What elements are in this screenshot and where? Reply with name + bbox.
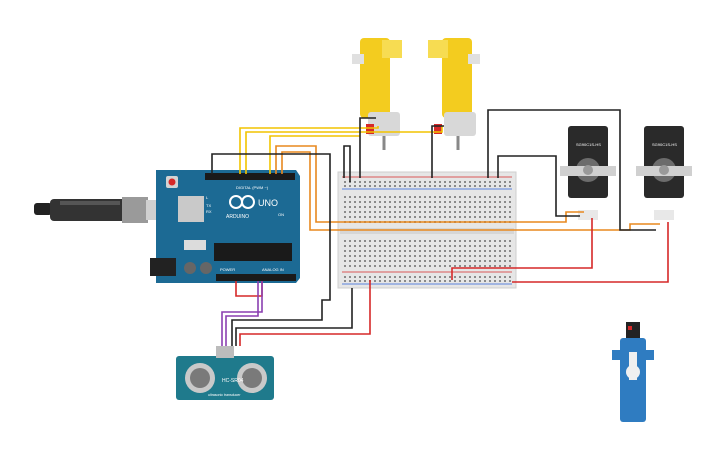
wire-yellow-1 <box>239 126 379 174</box>
servo-2[interactable]: SG90C1S-HS <box>636 126 692 220</box>
arduino-model-text: UNO <box>258 198 278 208</box>
wire-purple-1 <box>221 281 263 346</box>
wire-purple-2 <box>225 281 259 346</box>
wire-black-1 <box>211 153 331 346</box>
wire-black-3 <box>359 117 376 178</box>
arduino-uno-board[interactable]: ARDUINO UNO DIGITAL (PWM ~) POWER ANALOG… <box>150 170 300 283</box>
on-label: ON <box>278 212 284 217</box>
wires <box>211 109 669 346</box>
ultrasonic-sensor[interactable]: HC-SR04 ultrasonic transducer <box>176 346 274 400</box>
wire-black-5 <box>487 109 656 231</box>
servo-1-model: SG90C1S-HS <box>576 142 601 147</box>
wire-red-3 <box>451 218 593 280</box>
tx-label: TX <box>206 203 211 208</box>
wire-black-4 <box>431 125 444 178</box>
wire-black-7 <box>235 288 353 346</box>
wire-orange-2 <box>281 151 660 231</box>
micro-servo[interactable] <box>612 322 654 422</box>
l-label: L <box>206 195 209 200</box>
wire-red-2 <box>239 280 371 346</box>
atmega-chip <box>214 243 292 261</box>
servo-1[interactable]: SG90C1S-HS <box>560 126 616 220</box>
wire-black-2 <box>343 145 351 182</box>
digital-header <box>205 173 295 180</box>
wire-orange-1 <box>275 145 584 223</box>
wire-yellow-3 <box>245 126 443 174</box>
ultrasonic-model: HC-SR04 <box>222 378 244 384</box>
wire-red-4 <box>512 222 669 283</box>
power-analog-header <box>216 274 296 281</box>
arduino-brand-text: ARDUINO <box>226 214 249 220</box>
digital-label: DIGITAL (PWM ~) <box>236 185 269 190</box>
usb-port <box>178 196 204 222</box>
usb-cable <box>34 197 172 223</box>
power-jack <box>150 258 176 276</box>
dc-motor-2[interactable] <box>428 38 480 150</box>
rx-label: RX <box>206 209 212 214</box>
analog-label: ANALOG IN <box>262 267 284 272</box>
wire-yellow-2 <box>269 135 360 174</box>
wire-black-6 <box>497 155 580 217</box>
ultrasonic-subtitle: ultrasonic transducer <box>208 393 241 397</box>
power-label: POWER <box>220 267 235 272</box>
arduino-logo <box>229 195 255 209</box>
servo-2-model: SG90C1S-HS <box>652 142 677 147</box>
